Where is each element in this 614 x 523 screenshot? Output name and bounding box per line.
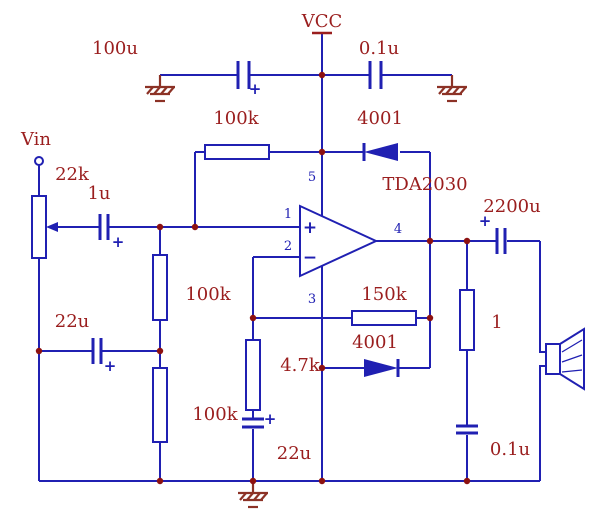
vcc-label: VCC xyxy=(301,11,343,32)
vcc-power-port: VCC xyxy=(301,11,343,35)
d1-value-label: 4001 xyxy=(357,108,403,129)
capacitor-c3-input-coupling: + 1u xyxy=(87,183,124,251)
c5-value-label: 22u xyxy=(277,443,312,464)
opamp-noninverting-sign: + xyxy=(303,218,317,238)
capacitor-c2-vcc-bypass: 0.1u xyxy=(359,38,399,89)
resistor-r2-bias-mid: 100k xyxy=(152,254,232,321)
diode-d1-protection-vcc: 4001 xyxy=(357,108,403,161)
resistor-r1-bias-top: 100k xyxy=(204,108,270,160)
r5-value-label: 4.7k xyxy=(280,355,321,376)
pin2-label: 2 xyxy=(284,239,292,254)
capacitor-c4-bias-bypass: + 22u xyxy=(55,311,117,375)
ic-name-label: TDA2030 xyxy=(382,174,467,195)
c4-plus-sign: + xyxy=(104,357,117,375)
capacitor-c5-feedback: + 22u xyxy=(242,410,311,464)
junction-dots xyxy=(35,71,471,485)
c4-value-label: 22u xyxy=(55,311,90,332)
resistor-r6-zobel: 1 xyxy=(459,289,503,351)
capacitor-c1-filter: + 100u xyxy=(92,38,261,98)
c2-value-label: 0.1u xyxy=(359,38,399,59)
capacitor-c6-output-coupling: + 2200u xyxy=(479,196,541,254)
vin-terminal: Vin xyxy=(20,129,51,166)
potentiometer-rp-volume: 22k xyxy=(31,164,90,259)
c3-plus-sign: + xyxy=(112,233,125,251)
r6-value-label: 1 xyxy=(491,312,502,333)
diode-d2-protection-gnd: 4001 xyxy=(352,332,400,377)
d2-value-label: 4001 xyxy=(352,332,398,353)
opamp-tda2030: + − TDA2030 1 2 5 4 3 xyxy=(284,170,468,307)
c5-plus-sign: + xyxy=(264,410,277,428)
c7-value-label: 0.1u xyxy=(490,439,530,460)
circuit-wires xyxy=(38,33,546,482)
capacitor-c7-zobel: 0.1u xyxy=(456,424,530,460)
c1-plus-sign: + xyxy=(249,80,262,98)
resistor-r4-feedback: 150k xyxy=(351,284,417,326)
r1-value-label: 100k xyxy=(213,108,259,129)
vin-label: Vin xyxy=(20,129,51,150)
c6-value-label: 2200u xyxy=(483,196,540,217)
opamp-inverting-sign: − xyxy=(303,248,317,268)
ground-symbol-bottom xyxy=(236,479,270,509)
c6-plus-sign: + xyxy=(479,212,492,230)
r3-value-label: 100k xyxy=(192,404,238,425)
pin1-label: 1 xyxy=(284,207,292,222)
c3-value-label: 1u xyxy=(87,183,110,204)
resistor-r3-bias-bottom: 100k xyxy=(152,367,239,443)
ground-symbol-top-right xyxy=(435,73,469,103)
rp-value-label: 22k xyxy=(55,164,90,185)
potentiometer-wiper-arrow xyxy=(46,222,58,232)
ground-symbol-top-left xyxy=(143,73,177,103)
resistor-r5-feedback-gnd: 4.7k xyxy=(245,339,321,411)
pin4-label: 4 xyxy=(394,222,402,237)
c1-value-label: 100u xyxy=(92,38,138,59)
r4-value-label: 150k xyxy=(361,284,407,305)
r2-value-label: 100k xyxy=(185,284,231,305)
speaker xyxy=(545,327,585,391)
pin5-label: 5 xyxy=(308,170,316,185)
pin3-label: 3 xyxy=(308,292,316,307)
